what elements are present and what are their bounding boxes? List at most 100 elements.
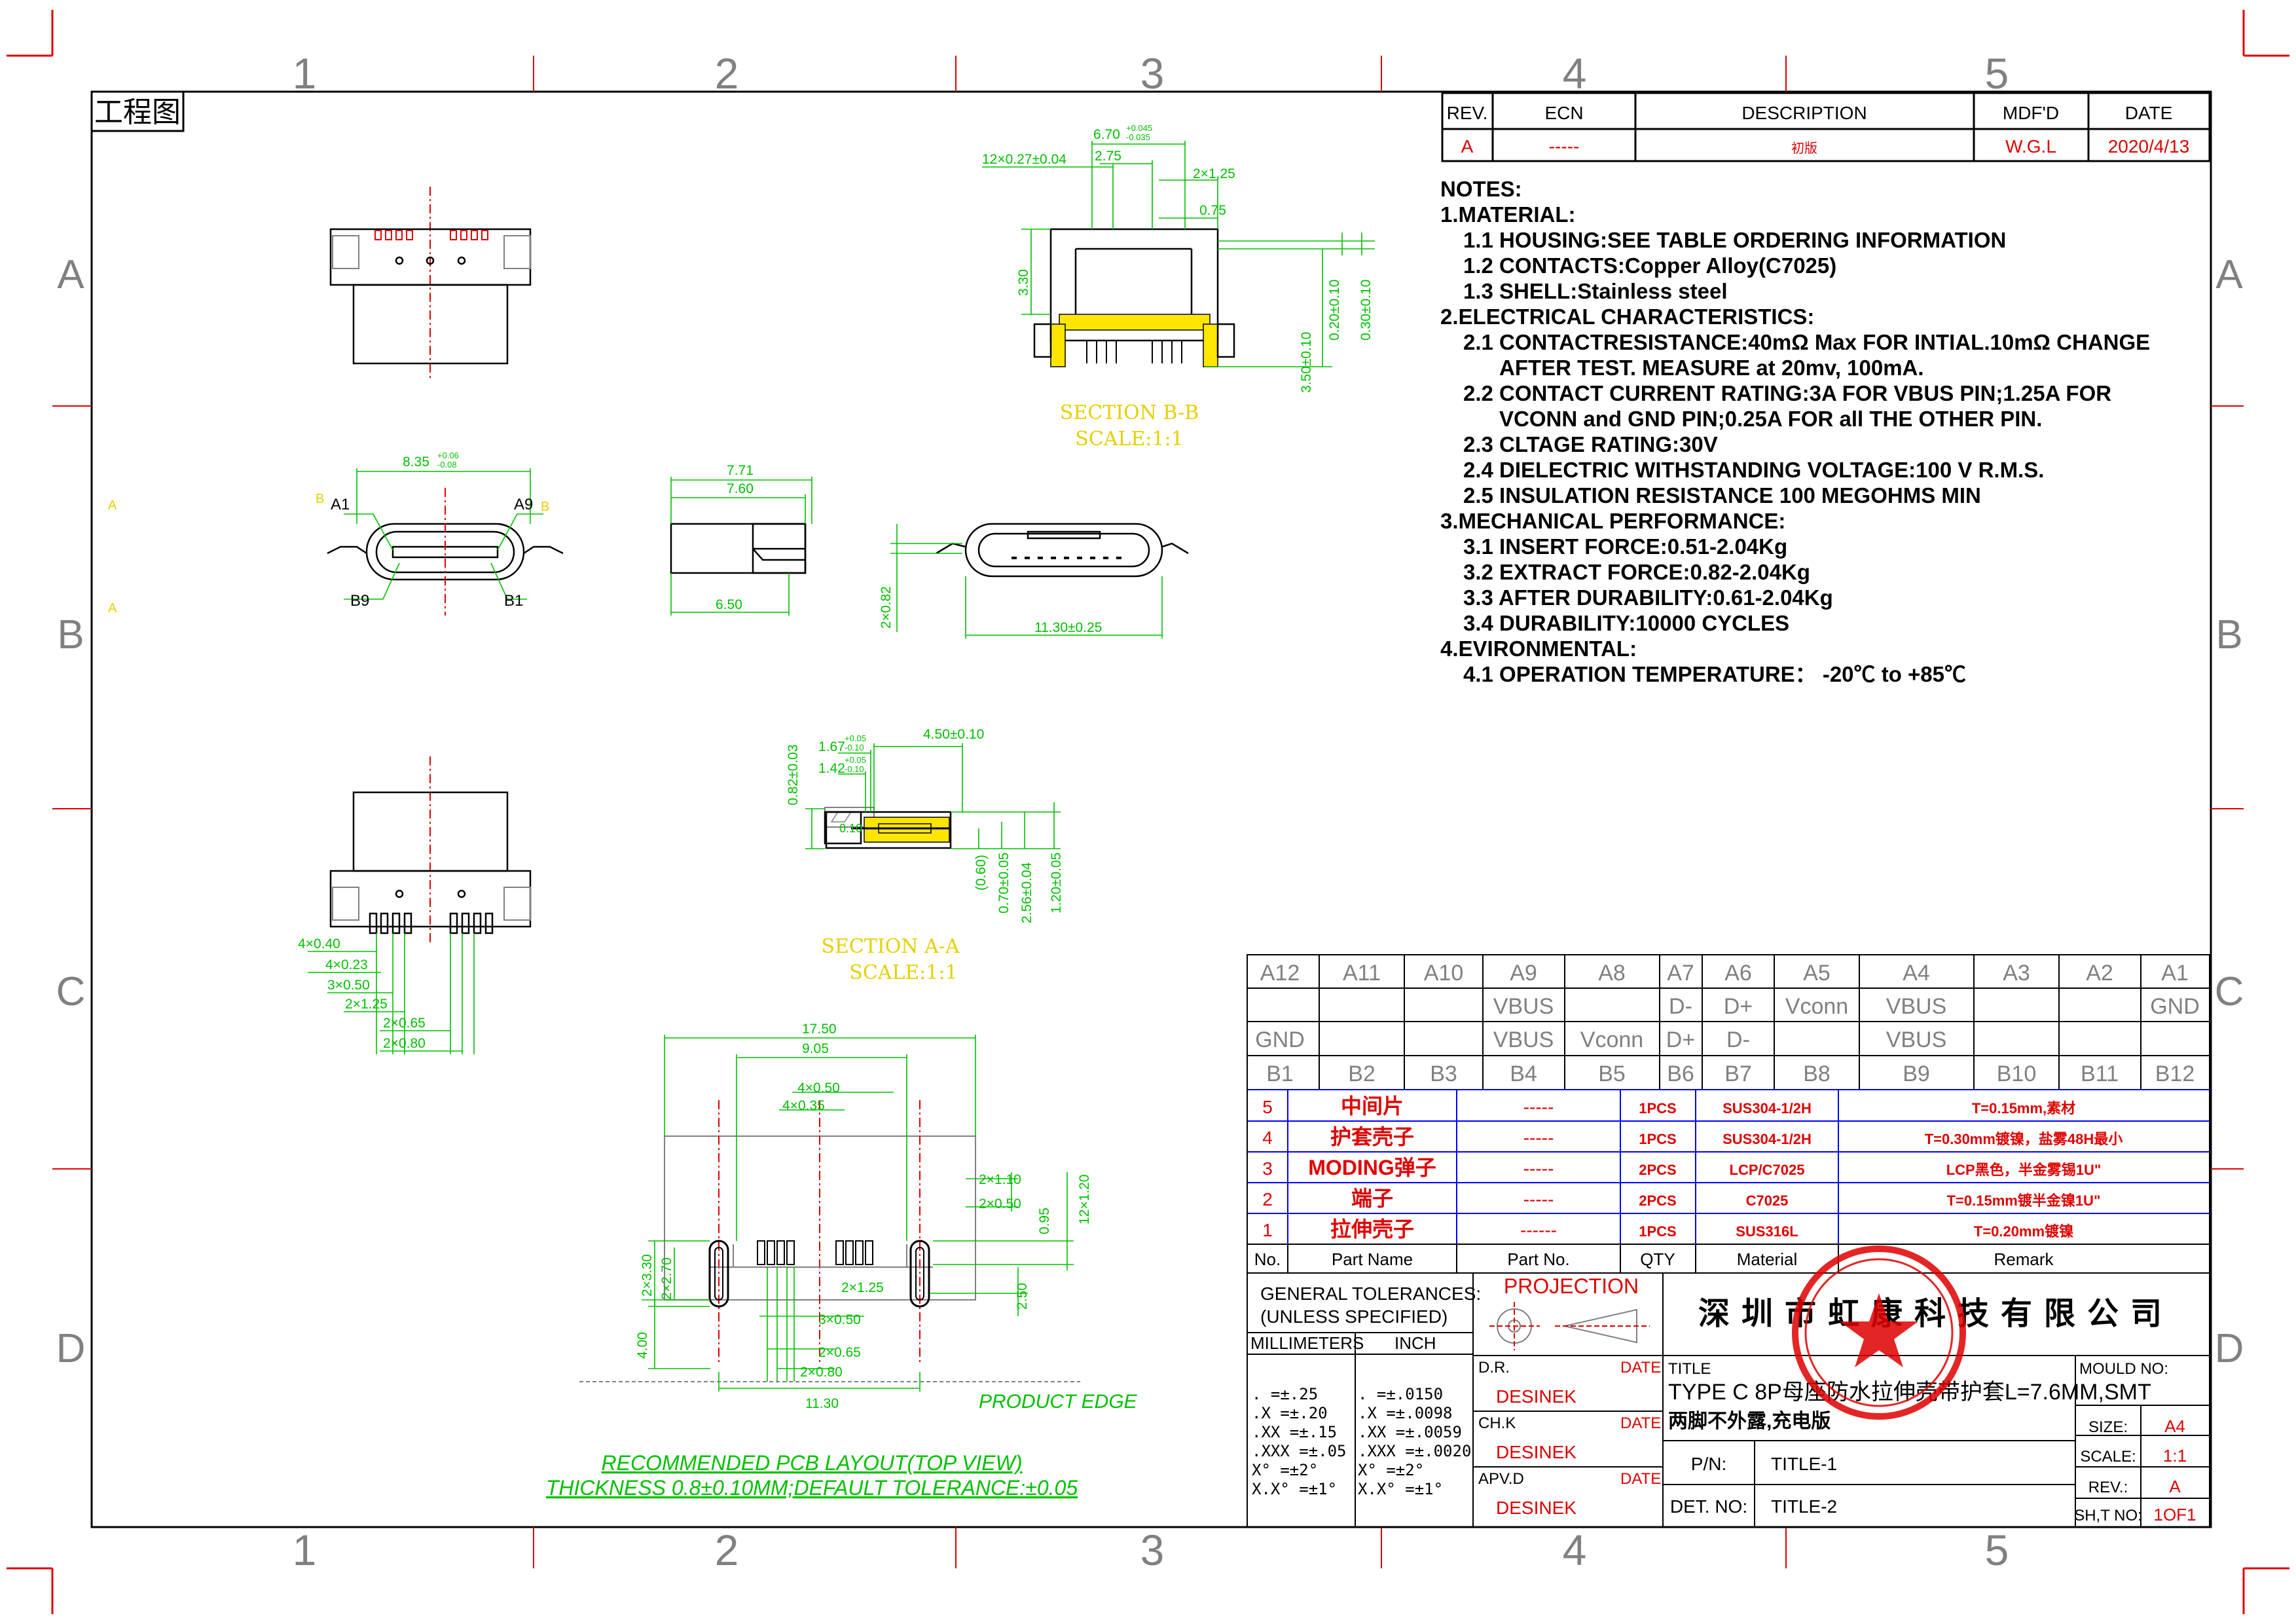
view-marker-a-top: A [108,498,117,513]
bom-no-3: 3 [1262,1158,1273,1179]
bom-table: 5 中间片 ----- 1PCS SUS304-1/2H T=0.15mm,素材… [1247,954,2210,1528]
rev-header-ecn: ECN [1544,103,1583,123]
bom-no-5: 5 [1262,1097,1273,1117]
bom-part-4: ----- [1523,1128,1554,1148]
dim-905: 9.05 [802,1041,829,1056]
bom-name-3: MODING弹子 [1308,1156,1436,1179]
dim-450: 4.50±0.10 [923,727,984,742]
millimeters-label: MILLIMETERS [1250,1333,1364,1353]
row-label-c-right: C [2215,969,2244,1014]
pcb-layout-title: RECOMMENDED PCB LAYOUT(TOP VIEW) [601,1451,1022,1475]
bom-no-1: 1 [1262,1220,1273,1240]
bom-mat-3: LCP/C7025 [1730,1162,1805,1178]
note-line-18: 4.EVIRONMENTAL: [1440,637,1637,661]
drawing-type-tag: 工程图 [90,90,185,132]
pin-label-a9: A9 [514,496,533,513]
bom-qty-2: 2PCS [1639,1192,1676,1209]
pin-a1: A1 [2161,961,2189,986]
col-label-4: 4 [1563,49,1587,98]
pin-b1: B1 [1266,1061,1294,1086]
rev-header-rev: REV. [1447,103,1488,123]
company-name: 深圳市虹康科技有限公司 [1698,1297,2174,1331]
dim-670: 6.70 [1093,127,1120,142]
note-line-4: 1.3 SHELL:Stainless steel [1463,279,1728,303]
ch-name: DESINEK [1496,1442,1576,1462]
row-labels: A B C D A B C D [56,252,2244,1371]
mm-tol-3: .XXX =±.05 [1252,1442,1347,1460]
in-tol-2: .XX =±.0059 [1358,1423,1462,1441]
connector-top-view [329,187,532,380]
apv-name: DESINEK [1496,1498,1576,1518]
func-b6: D+ [1666,1027,1695,1052]
col-label-4-bottom: 4 [1563,1526,1587,1574]
note-line-10: 2.3 CLTAGE RATING:30V [1463,432,1718,456]
section-bb-scale: SCALE:1:1 [1075,428,1183,451]
note-line-7: AFTER TEST. MEASURE at 20mv, 100mA. [1499,356,1924,380]
pin-b3: B3 [1430,1061,1457,1086]
dim-2x125b: 2×1.25 [345,997,388,1012]
apv-date-label: DATE [1620,1470,1661,1488]
bom-remark-3: LCP黑色，半金雾锡1U" [1946,1162,2102,1178]
rev-header-description: DESCRIPTION [1741,103,1867,123]
section-aa-view: 4.50±0.10 1.67 +0.05 -0.10 1.42 +0.05 -0… [786,727,1064,984]
bom-mat-1: SUS316L [1736,1223,1798,1240]
zone-ticks [52,56,2244,1568]
connector-bottom-view: 4×0.40 4×0.23 3×0.50 2×1.25 2×0.65 2×0.8… [298,756,532,1054]
in-tol-3: .XXX =±.0020 [1358,1442,1471,1460]
bom-no-4: 4 [1262,1128,1273,1148]
pin-a3: A3 [2003,961,2030,986]
row-label-a: A [57,252,84,297]
col-label-2-bottom: 2 [715,1526,739,1574]
bom-header-no: No. [1254,1249,1281,1269]
inch-label: INCH [1394,1333,1436,1353]
note-line-19: 4.1 OPERATION TEMPERATURE： -20℃ to +85℃ [1463,662,1966,686]
bom-name-4: 护套壳子 [1330,1125,1414,1149]
dim-400: 4.00 [635,1332,650,1359]
mm-tol-4: X° =±2° [1252,1461,1318,1479]
pin-b5: B5 [1598,1061,1626,1086]
mm-tol-1: .X =±.20 [1252,1404,1328,1422]
dim-070: 0.70±0.05 [996,853,1011,913]
dim-075: 0.75 [1199,203,1226,218]
dim-020: 0.20±0.10 [1327,280,1342,341]
dim-250: 2.50 [1015,1283,1030,1310]
pin-a9: A9 [1510,961,1537,986]
row-label-c: C [56,969,86,1014]
sheet-no-value: 1OF1 [2153,1505,2196,1524]
dim-670-tol-up: +0.045 [1126,123,1152,133]
dim-2x050: 2×0.50 [979,1196,1021,1211]
pin-label-a1: A1 [331,496,350,513]
dim-030: 0.30±0.10 [1358,280,1374,341]
dr-label: D.R. [1478,1359,1510,1376]
note-line-17: 3.4 DURABILITY:10000 CYCLES [1463,611,1789,635]
func-a4: VBUS [1886,994,1947,1019]
view-marker-b-right: B [541,500,549,514]
bom-remark-2: T=0.15mm镀半金镍1U" [1947,1192,2101,1209]
note-line-1: 1.MATERIAL: [1440,202,1576,227]
dim-256: 2.56±0.04 [1019,862,1034,923]
mould-label: MOULD NO: [2079,1360,2168,1378]
column-labels: 1 2 3 4 5 1 2 3 4 5 [293,49,2009,1574]
pcb-layout-view: 17.50 9.05 4×0.50 4×0.35 2×1.10 2×0.50 1… [546,1022,1138,1500]
col-label-1: 1 [293,49,317,98]
col-label-1-bottom: 1 [293,1526,317,1574]
dim-1750: 17.50 [802,1022,837,1037]
bom-qty-1: 1PCS [1639,1223,1676,1240]
dim-4x040: 4×0.40 [298,936,340,951]
pin-b11: B11 [2081,1061,2119,1086]
bom-remark-1: T=0.20mm镀镍 [1974,1223,2073,1240]
rev-header-date: DATE [2125,103,2173,123]
dim-2x125: 2×1.25 [1193,166,1235,181]
note-line-14: 3.1 INSERT FORCE:0.51-2.04Kg [1463,534,1787,559]
dim-167-up: +0.05 [845,733,866,743]
col-label-5-bottom: 5 [1985,1526,2009,1574]
rev-row-ecn: ----- [1549,136,1580,157]
dim-2x080b: 2×0.80 [800,1365,843,1380]
det-label: DET. NO: [1670,1496,1747,1517]
func-a5: Vconn [1785,994,1848,1019]
dim-1130b: 11.30 [805,1396,839,1411]
col-label-5: 5 [1985,49,2009,98]
company-seal-stamp [1792,1246,1966,1420]
connector-mating-face-view: 2×0.82 11.30±0.25 [879,523,1189,638]
func-b1: GND [1255,1027,1305,1052]
